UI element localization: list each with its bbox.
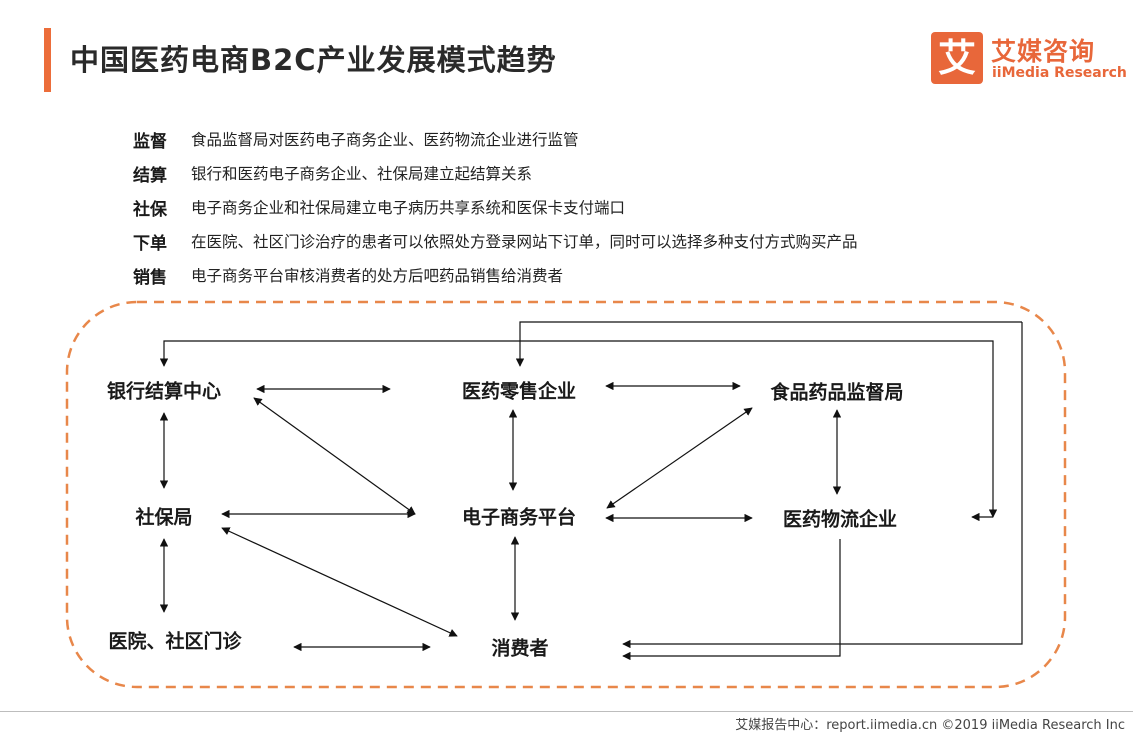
node-consumer: 消费者	[491, 637, 549, 660]
rule-item: 监督 食品监督局对医药电子商务企业、医药物流企业进行监管	[133, 122, 858, 156]
logo-name-cn: 艾媒咨询	[991, 37, 1096, 66]
rule-key: 监督	[133, 131, 167, 152]
rule-text: 电子商务企业和社保局建立电子病历共享系统和医保卡支付端口	[191, 199, 626, 217]
rule-item: 销售 电子商务平台审核消费者的处方后吧药品销售给消费者	[133, 258, 858, 292]
arrow-social-consumer	[221, 527, 458, 637]
logo-name-en: iiMedia Research	[992, 65, 1127, 81]
node-pharma-retail: 医药零售企业	[461, 380, 577, 403]
rule-text: 食品监督局对医药电子商务企业、医药物流企业进行监管	[191, 131, 579, 149]
rule-key: 下单	[133, 233, 167, 254]
rule-text: 银行和医药电子商务企业、社保局建立起结算关系	[191, 165, 533, 183]
rule-text: 电子商务平台审核消费者的处方后吧药品销售给消费者	[191, 267, 564, 285]
iimedia-logo: 艾 艾媒咨询 iiMedia Research	[931, 30, 1127, 86]
connector-top-to-bank	[159, 340, 998, 518]
connector-top-to-retail	[515, 321, 1022, 367]
rule-key: 销售	[133, 267, 167, 288]
arrow-bank-platform	[253, 397, 416, 515]
node-pharma-logistics: 医药物流企业	[782, 508, 898, 531]
logo-mark: 艾	[931, 32, 983, 84]
rule-item: 下单 在医院、社区门诊治疗的患者可以依照处方登录网站下订单，同时可以选择多种支付…	[133, 224, 858, 258]
page-title: 中国医药电商B2C产业发展模式趋势	[70, 43, 557, 77]
node-social-security: 社保局	[135, 506, 193, 529]
rule-key: 社保	[133, 199, 167, 220]
title-accent-bar	[44, 28, 51, 92]
node-ecommerce-platform: 电子商务平台	[461, 506, 577, 529]
rules-list: 监督 食品监督局对医药电子商务企业、医药物流企业进行监管 结算 银行和医药电子商…	[133, 122, 858, 292]
connector-logistics-to-consumer	[622, 539, 841, 661]
footer-source: 艾媒报告中心：report.iimedia.cn ©2019 iiMedia R…	[735, 718, 1125, 733]
connector-right-to-consumer	[622, 322, 1023, 649]
rule-key: 结算	[133, 165, 167, 186]
footer-divider	[0, 711, 1133, 712]
dashed-boundary	[65, 300, 1067, 689]
node-bank-settlement: 银行结算中心	[106, 380, 222, 403]
node-hospital-clinic: 医院、社区门诊	[108, 630, 242, 653]
rule-item: 社保 电子商务企业和社保局建立电子病历共享系统和医保卡支付端口	[133, 190, 858, 224]
rule-text: 在医院、社区门诊治疗的患者可以依照处方登录网站下订单，同时可以选择多种支付方式购…	[191, 233, 858, 251]
node-food-drug-admin: 食品药品监督局	[770, 381, 904, 404]
arrow-fda-platform	[606, 407, 753, 509]
rule-item: 结算 银行和医药电子商务企业、社保局建立起结算关系	[133, 156, 858, 190]
